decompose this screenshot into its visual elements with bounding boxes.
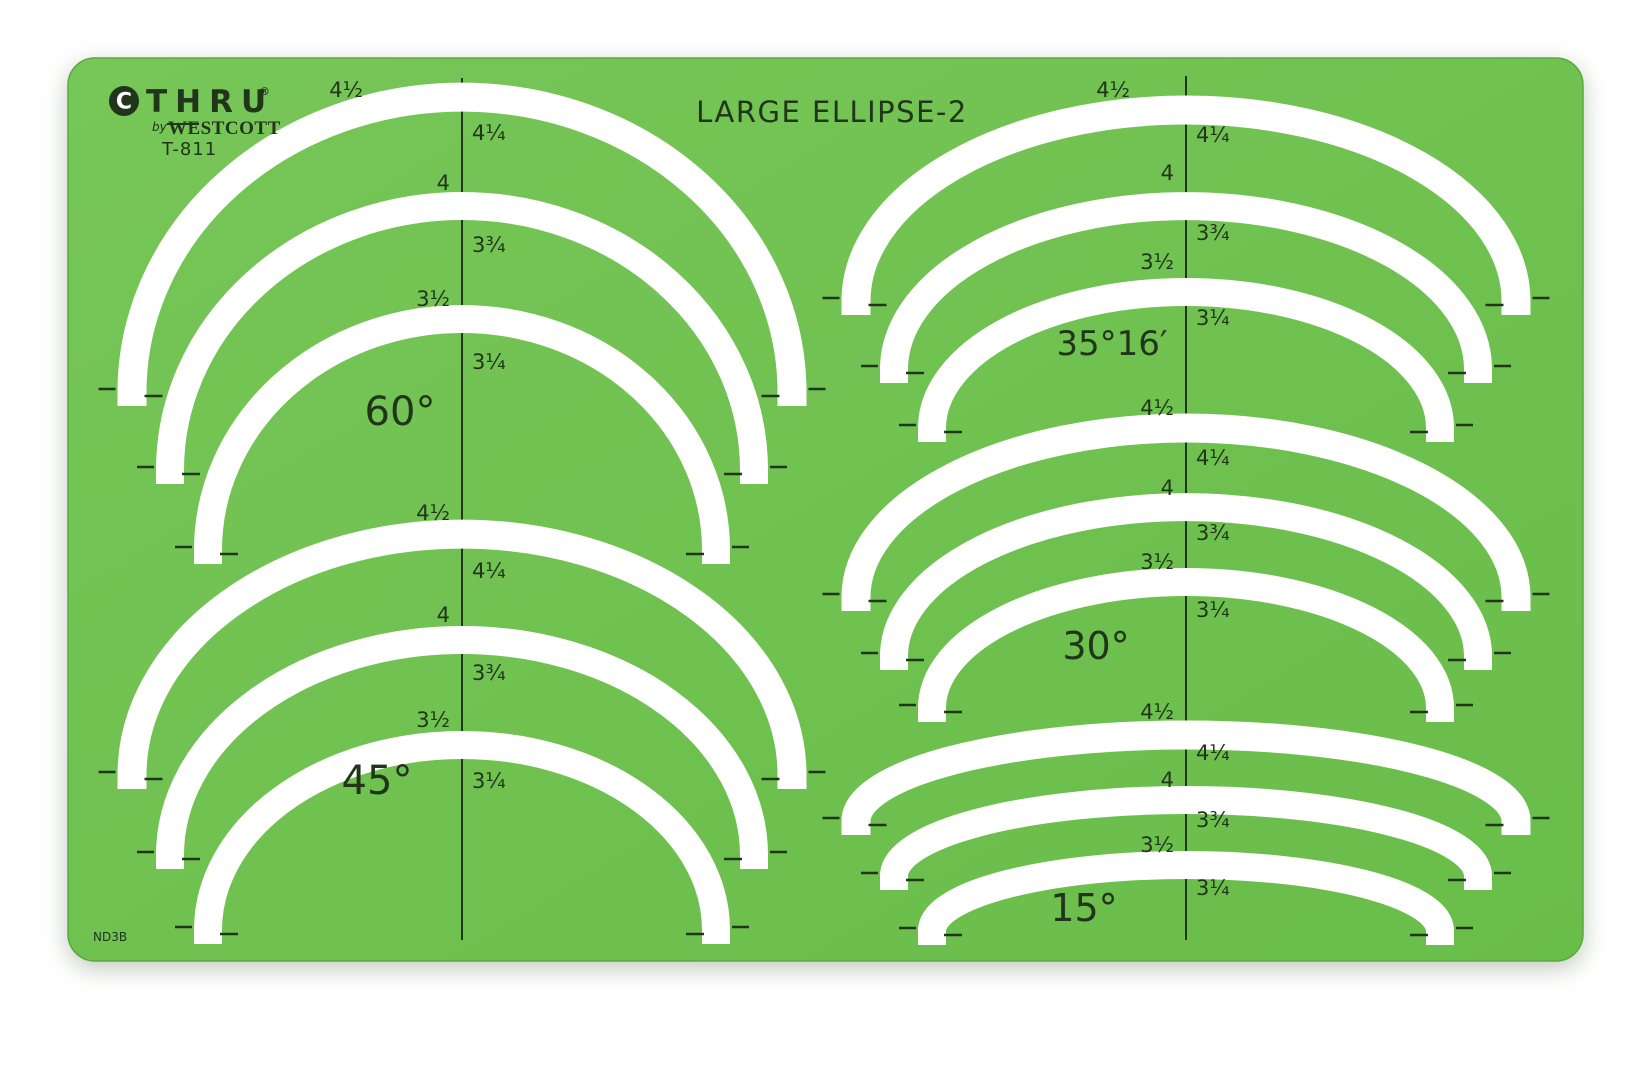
size-label: 3½ <box>1140 250 1174 274</box>
size-label: 3¾ <box>472 661 506 685</box>
size-label: 4 <box>1161 161 1174 185</box>
size-label: 3¼ <box>472 769 506 793</box>
footer-code: ND3B <box>93 930 127 944</box>
ellipse-slot <box>194 731 730 944</box>
angle-label: 35°16′ <box>1056 324 1167 364</box>
size-label: 4¼ <box>472 121 506 145</box>
ellipse-slot <box>880 493 1492 670</box>
ellipse-slot <box>117 519 807 789</box>
angle-label: 15° <box>1050 886 1117 930</box>
size-label: 3¼ <box>1196 598 1230 622</box>
brand-model: T-811 <box>161 139 217 160</box>
ellipse-slot <box>918 568 1454 722</box>
ellipse-slot <box>841 720 1531 835</box>
size-label: 3¾ <box>472 233 506 257</box>
ellipse-slot <box>841 413 1531 611</box>
brand-c-letter: C <box>116 90 132 115</box>
brand-block: C THRU ® by WESTCOTT T-811 <box>109 84 281 160</box>
size-label: 4 <box>1161 768 1174 792</box>
brand-maker: WESTCOTT <box>168 118 281 139</box>
angle-label: 45° <box>342 758 413 804</box>
size-label: 3¼ <box>1196 876 1230 900</box>
size-label: 3¾ <box>1196 521 1230 545</box>
ellipse-group-35-16: 4½ 4¼ 4 3¾ 3½ 3¼ 35°16′ <box>1056 78 1229 364</box>
angle-label: 60° <box>365 389 436 435</box>
ellipse-group-15: 4½ 4¼ 4 3¾ 3½ 3¼ 15° <box>1050 700 1229 930</box>
size-label: 3¼ <box>1196 306 1230 330</box>
angle-label: 30° <box>1062 624 1129 668</box>
size-label: 3½ <box>1140 833 1174 857</box>
size-label: 4¼ <box>1196 446 1230 470</box>
ellipse-slot <box>880 786 1492 890</box>
size-label: 4½ <box>416 501 450 525</box>
size-label: 3½ <box>1140 550 1174 574</box>
size-label: 4 <box>437 171 450 195</box>
ellipse-slot <box>918 278 1454 442</box>
ellipse-group-30: 4½ 4¼ 4 3¾ 3½ 3¼ 30° <box>1062 396 1229 668</box>
size-label: 4½ <box>1096 78 1130 102</box>
brand-c-logo-icon <box>109 86 139 116</box>
size-label: 3½ <box>416 287 450 311</box>
size-label: 3¼ <box>472 350 506 374</box>
template-title: LARGE ELLIPSE-2 <box>696 95 968 129</box>
cutouts-layer <box>98 82 1550 945</box>
ellipse-group-45: 4½ 4¼ 4 3¾ 3½ 3¼ 45° <box>342 501 506 804</box>
size-label: 4 <box>1161 476 1174 500</box>
size-label: 4½ <box>1140 700 1174 724</box>
ellipse-slot <box>918 851 1454 945</box>
size-label: 4 <box>437 603 450 627</box>
size-label: 4¼ <box>1196 741 1230 765</box>
ellipse-slot <box>880 192 1492 383</box>
size-label: 3¾ <box>1196 808 1230 832</box>
brand-name: THRU <box>146 84 274 120</box>
size-label: 3¾ <box>1196 221 1230 245</box>
size-label: 4¼ <box>472 559 506 583</box>
size-label: 4½ <box>329 78 363 102</box>
ellipse-group-60: 4½ 4¼ 4 3¾ 3½ 3¼ 60° <box>329 78 505 435</box>
size-label: 4¼ <box>1196 123 1230 147</box>
registered-mark: ® <box>259 85 270 98</box>
ellipse-slot <box>194 305 730 564</box>
ellipse-slot <box>156 626 768 869</box>
ellipse-slot <box>841 95 1531 315</box>
ellipse-slot <box>156 192 768 484</box>
brand-byline: by <box>152 120 168 134</box>
size-label: 3½ <box>416 708 450 732</box>
size-label: 4½ <box>1140 396 1174 420</box>
ellipse-slot <box>117 82 807 406</box>
